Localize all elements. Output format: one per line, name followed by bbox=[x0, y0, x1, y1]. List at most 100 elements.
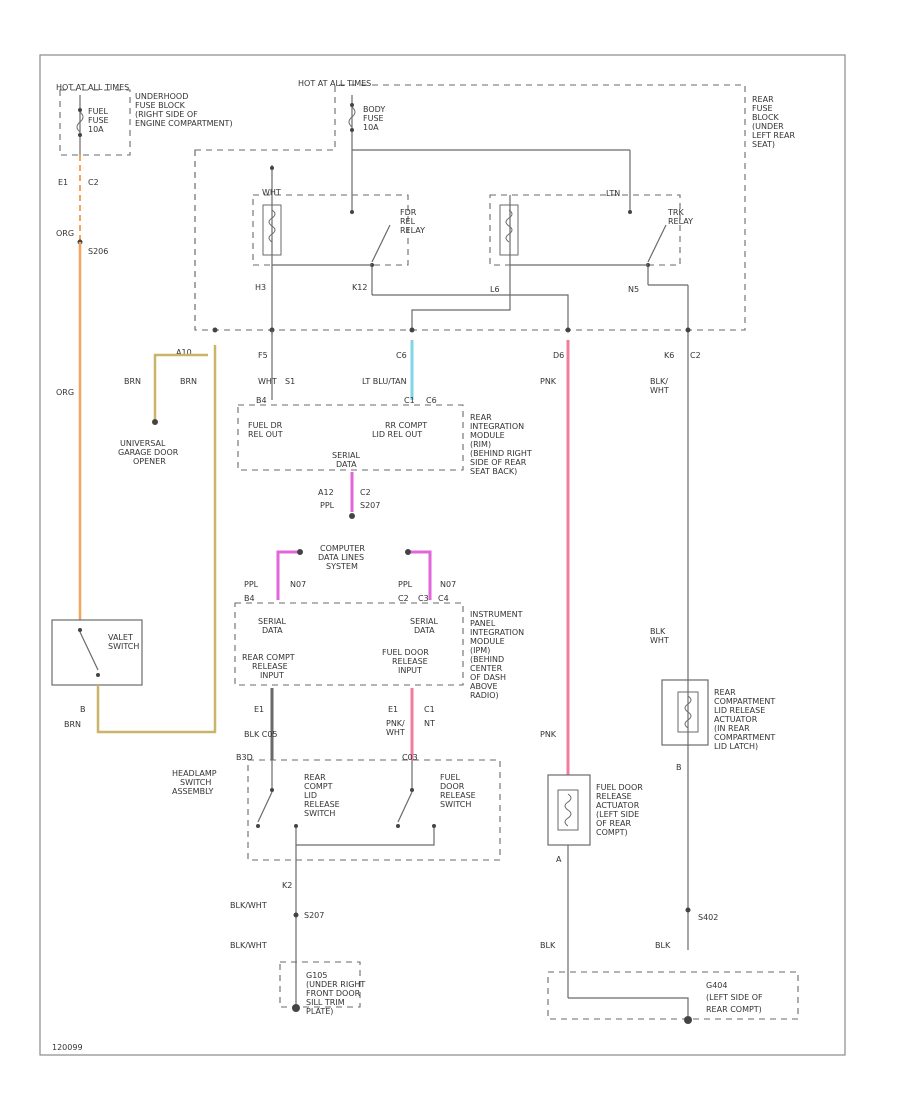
label-trk-2: RELAY bbox=[668, 217, 693, 226]
label-l6: L6 bbox=[490, 285, 500, 294]
label-fds-2: DOOR bbox=[440, 782, 465, 791]
label-pnk-wht-b: WHT bbox=[386, 728, 405, 737]
label-pin-b: B bbox=[80, 705, 86, 714]
label-c2b: C2 bbox=[690, 351, 701, 360]
label-ipm-2: PANEL bbox=[470, 619, 496, 628]
label-g404-1: G404 bbox=[706, 981, 727, 990]
label-c6b: C6 bbox=[426, 396, 437, 405]
label-cdl-1: COMPUTER bbox=[320, 544, 365, 553]
label-fuel-fuse-2: FUSE bbox=[88, 116, 109, 125]
label-underhood-2: FUSE BLOCK bbox=[135, 101, 186, 110]
label-fdra-6: COMPT) bbox=[596, 828, 628, 837]
label-blk-wht-1a: BLK/ bbox=[650, 377, 668, 386]
label-rci-2: RELEASE bbox=[252, 662, 288, 671]
label-g105-1: G105 bbox=[306, 971, 327, 980]
relay-terminal bbox=[270, 166, 274, 170]
label-underhood-1: UNDERHOOD bbox=[135, 92, 188, 101]
label-g105-4: SILL TRIM bbox=[306, 998, 345, 1007]
label-k2: K2 bbox=[282, 881, 292, 890]
label-g404-3: REAR COMPT) bbox=[706, 1005, 762, 1014]
label-fdra-5: OF REAR bbox=[596, 819, 632, 828]
label-k6: K6 bbox=[664, 351, 674, 360]
label-c6: C6 bbox=[396, 351, 407, 360]
label-hsa-2: SWITCH bbox=[180, 778, 211, 787]
label-pin-b2: B bbox=[676, 763, 682, 772]
label-ipm-c3: C3 bbox=[418, 594, 429, 603]
label-d6: D6 bbox=[553, 351, 564, 360]
label-serial-3b: DATA bbox=[414, 626, 435, 635]
fuse-node bbox=[78, 133, 82, 137]
label-rear-fuse-4: (UNDER bbox=[752, 122, 784, 131]
label-brn-2: BRN bbox=[180, 377, 197, 386]
label-c1: C1 bbox=[404, 396, 415, 405]
label-blk-4: BLK bbox=[655, 941, 671, 950]
label-fdi-3: INPUT bbox=[398, 666, 422, 675]
label-fdr-3: RELAY bbox=[400, 226, 425, 235]
label-b4: B4 bbox=[256, 396, 267, 405]
label-fdra-1: FUEL DOOR bbox=[596, 783, 643, 792]
label-rci-3: INPUT bbox=[260, 671, 284, 680]
label-fdra-3: ACTUATOR bbox=[596, 801, 640, 810]
label-c1-right: C1 bbox=[424, 705, 435, 714]
label-f5: F5 bbox=[258, 351, 268, 360]
label-org-2: ORG bbox=[56, 388, 74, 397]
body-fuse-icon bbox=[348, 106, 356, 128]
label-ipm-5: (IPM) bbox=[470, 646, 490, 655]
label-pin-a: A bbox=[556, 855, 562, 864]
label-fdi-2: RELEASE bbox=[392, 657, 428, 666]
label-gdo-1: UNIVERSAL bbox=[120, 439, 166, 448]
label-ipm-7: CENTER bbox=[470, 664, 503, 673]
fuse-node bbox=[78, 108, 82, 112]
rear-compartment-lid-release-actuator: BLK WHT REAR COMPARTMENT LID RELEASE ACT… bbox=[650, 627, 775, 772]
headlamp-switch-assembly: B3D C03 HEADLAMP SWITCH ASSEMBLY REAR CO… bbox=[172, 753, 501, 1005]
label-g105-5: PLATE) bbox=[306, 1007, 333, 1016]
label-fdra-4: (LEFT SIDE bbox=[596, 810, 639, 819]
label-ipm-9: ABOVE bbox=[470, 682, 498, 691]
valet-switch-icon bbox=[79, 631, 99, 671]
label-ipm-3: INTEGRATION bbox=[470, 628, 524, 637]
label-rim-3: MODULE bbox=[470, 431, 505, 440]
label-rr-compt-1: RR COMPT bbox=[385, 421, 427, 430]
brown-wire-branch bbox=[153, 353, 208, 420]
label-g105-2: (UNDER RIGHT bbox=[306, 980, 365, 989]
label-ipm-10: RADIO) bbox=[470, 691, 499, 700]
label-rear-fuse-5: LEFT REAR bbox=[752, 131, 795, 140]
label-ppl-1: PPL bbox=[320, 501, 335, 510]
label-fuel-fuse-3: 10A bbox=[88, 125, 104, 134]
label-org-1: ORG bbox=[56, 229, 74, 238]
rear-integration-module: F5 WHT S1 C6 LT BLU/TAN D6 PNK K6 C2 BLK… bbox=[237, 330, 701, 476]
label-wht-s1-a: WHT bbox=[258, 377, 277, 386]
relay-terminal bbox=[350, 210, 354, 214]
brown-wire bbox=[96, 345, 217, 734]
label-ipm-c2: C2 bbox=[398, 594, 409, 603]
label-hot-at-all-times-left: HOT AT ALL TIMES bbox=[56, 83, 129, 92]
label-gdo-3: OPENER bbox=[133, 457, 166, 466]
label-e1-right: E1 bbox=[388, 705, 398, 714]
label-serial-data-1a: SERIAL bbox=[332, 451, 361, 460]
gdo-connector bbox=[152, 419, 158, 425]
label-gdo-2: GARAGE DOOR bbox=[118, 448, 179, 457]
serial-data-wire-right bbox=[408, 550, 432, 600]
label-pnk-wht-a: PNK/ bbox=[386, 719, 405, 728]
label-rcla-4: ACTUATOR bbox=[714, 715, 758, 724]
label-rim-4: (RIM) bbox=[470, 440, 491, 449]
switch-terminal bbox=[78, 628, 82, 632]
splice-s402 bbox=[685, 907, 691, 913]
label-hsa-1: HEADLAMP bbox=[172, 769, 217, 778]
label-fds-4: SWITCH bbox=[440, 800, 471, 809]
label-blk-wht-2b: WHT bbox=[650, 636, 669, 645]
label-a12: A12 bbox=[318, 488, 334, 497]
label-ipm-b4: B4 bbox=[244, 594, 255, 603]
label-lt-blu-tan: LT BLU/TAN bbox=[362, 377, 407, 386]
label-b3d: B3D bbox=[236, 753, 253, 762]
label-blk-3: BLK bbox=[540, 941, 556, 950]
label-fuel-dr-2: REL OUT bbox=[248, 430, 283, 439]
label-serial-2a: SERIAL bbox=[258, 617, 287, 626]
label-rcla-6: COMPARTMENT bbox=[714, 733, 775, 742]
label-rcla-5: (IN REAR bbox=[714, 724, 750, 733]
label-wht-s1-b: S1 bbox=[285, 377, 295, 386]
label-ltn: LTN bbox=[606, 189, 620, 198]
label-n07b: N07 bbox=[440, 580, 456, 589]
label-hot-at-all-times-top: HOT AT ALL TIMES bbox=[298, 79, 371, 88]
label-a10: A10 bbox=[176, 348, 192, 357]
